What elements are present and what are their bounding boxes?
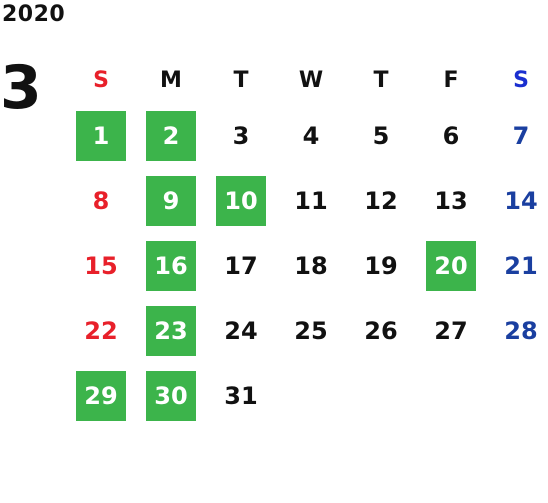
day-number-highlighted: 16 — [146, 240, 196, 291]
weekday-header-row: S M T W T F S — [66, 58, 548, 103]
day-number: 4 — [302, 121, 320, 150]
week-row: 29 30 31 — [66, 363, 548, 428]
day-number: 26 — [364, 316, 398, 345]
week-row: 15 16 17 18 19 20 21 — [66, 233, 548, 298]
day-cell[interactable]: 7 — [486, 111, 548, 161]
day-number — [356, 371, 406, 421]
day-number-highlighted: 9 — [146, 175, 196, 226]
day-cell[interactable]: 22 — [66, 306, 136, 356]
day-number: 27 — [434, 316, 468, 345]
day-cell[interactable]: 8 — [66, 176, 136, 226]
day-cell[interactable]: 21 — [486, 241, 548, 291]
week-row: 22 23 24 25 26 27 28 — [66, 298, 548, 363]
day-number — [286, 371, 336, 421]
day-number: 19 — [364, 251, 398, 280]
day-cell[interactable]: 28 — [486, 306, 548, 356]
day-number: 12 — [364, 186, 398, 215]
day-cell[interactable]: 12 — [346, 176, 416, 226]
day-number — [426, 371, 476, 421]
day-number: 7 — [512, 121, 530, 150]
day-cell[interactable]: 9 — [136, 175, 206, 226]
day-number: 24 — [224, 316, 258, 345]
day-cell[interactable]: 25 — [276, 306, 346, 356]
day-cell — [416, 371, 486, 421]
day-number-highlighted: 29 — [76, 370, 126, 421]
day-cell — [276, 371, 346, 421]
year-label: 2020 — [2, 2, 66, 27]
weekday-friday: F — [443, 68, 459, 93]
day-number: 22 — [84, 316, 118, 345]
day-cell[interactable]: 2 — [136, 110, 206, 161]
day-cell[interactable]: 27 — [416, 306, 486, 356]
day-cell[interactable]: 3 — [206, 111, 276, 161]
day-number-highlighted: 20 — [426, 240, 476, 291]
weekday-saturday: S — [513, 68, 529, 93]
weekday-monday: M — [160, 68, 182, 93]
day-cell[interactable]: 16 — [136, 240, 206, 291]
day-cell[interactable]: 31 — [206, 371, 276, 421]
day-cell[interactable]: 13 — [416, 176, 486, 226]
day-cell[interactable]: 14 — [486, 176, 548, 226]
day-cell[interactable]: 6 — [416, 111, 486, 161]
day-number: 15 — [84, 251, 118, 280]
day-number: 14 — [504, 186, 538, 215]
day-number: 6 — [442, 121, 460, 150]
weekday-thursday: T — [373, 68, 389, 93]
day-number: 18 — [294, 251, 328, 280]
day-cell[interactable]: 24 — [206, 306, 276, 356]
day-cell[interactable]: 5 — [346, 111, 416, 161]
day-cell[interactable]: 19 — [346, 241, 416, 291]
day-number: 3 — [232, 121, 250, 150]
day-number: 21 — [504, 251, 538, 280]
day-number: 17 — [224, 251, 258, 280]
day-number: 13 — [434, 186, 468, 215]
day-cell[interactable]: 30 — [136, 370, 206, 421]
day-cell[interactable]: 1 — [66, 110, 136, 161]
day-number: 25 — [294, 316, 328, 345]
day-cell[interactable]: 4 — [276, 111, 346, 161]
day-cell[interactable]: 26 — [346, 306, 416, 356]
day-number — [496, 371, 546, 421]
weekday-wednesday: W — [298, 68, 324, 93]
day-number-highlighted: 23 — [146, 305, 196, 356]
day-number: 8 — [92, 186, 110, 215]
day-number-highlighted: 10 — [216, 175, 266, 226]
day-number: 28 — [504, 316, 538, 345]
day-number: 31 — [224, 381, 258, 410]
day-cell[interactable]: 18 — [276, 241, 346, 291]
day-number-highlighted: 1 — [76, 110, 126, 161]
week-row: 8 9 10 11 12 13 14 — [66, 168, 548, 233]
month-number: 3 — [0, 53, 42, 123]
day-cell[interactable]: 17 — [206, 241, 276, 291]
day-cell[interactable]: 29 — [66, 370, 136, 421]
day-cell[interactable]: 10 — [206, 175, 276, 226]
day-cell[interactable]: 23 — [136, 305, 206, 356]
day-number-highlighted: 2 — [146, 110, 196, 161]
day-cell[interactable]: 20 — [416, 240, 486, 291]
day-cell — [346, 371, 416, 421]
day-cell — [486, 371, 548, 421]
weekday-tuesday: T — [233, 68, 249, 93]
day-number: 11 — [294, 186, 328, 215]
day-number-highlighted: 30 — [146, 370, 196, 421]
day-cell[interactable]: 15 — [66, 241, 136, 291]
weekday-sunday: S — [93, 68, 109, 93]
day-cell[interactable]: 11 — [276, 176, 346, 226]
day-number: 5 — [372, 121, 390, 150]
